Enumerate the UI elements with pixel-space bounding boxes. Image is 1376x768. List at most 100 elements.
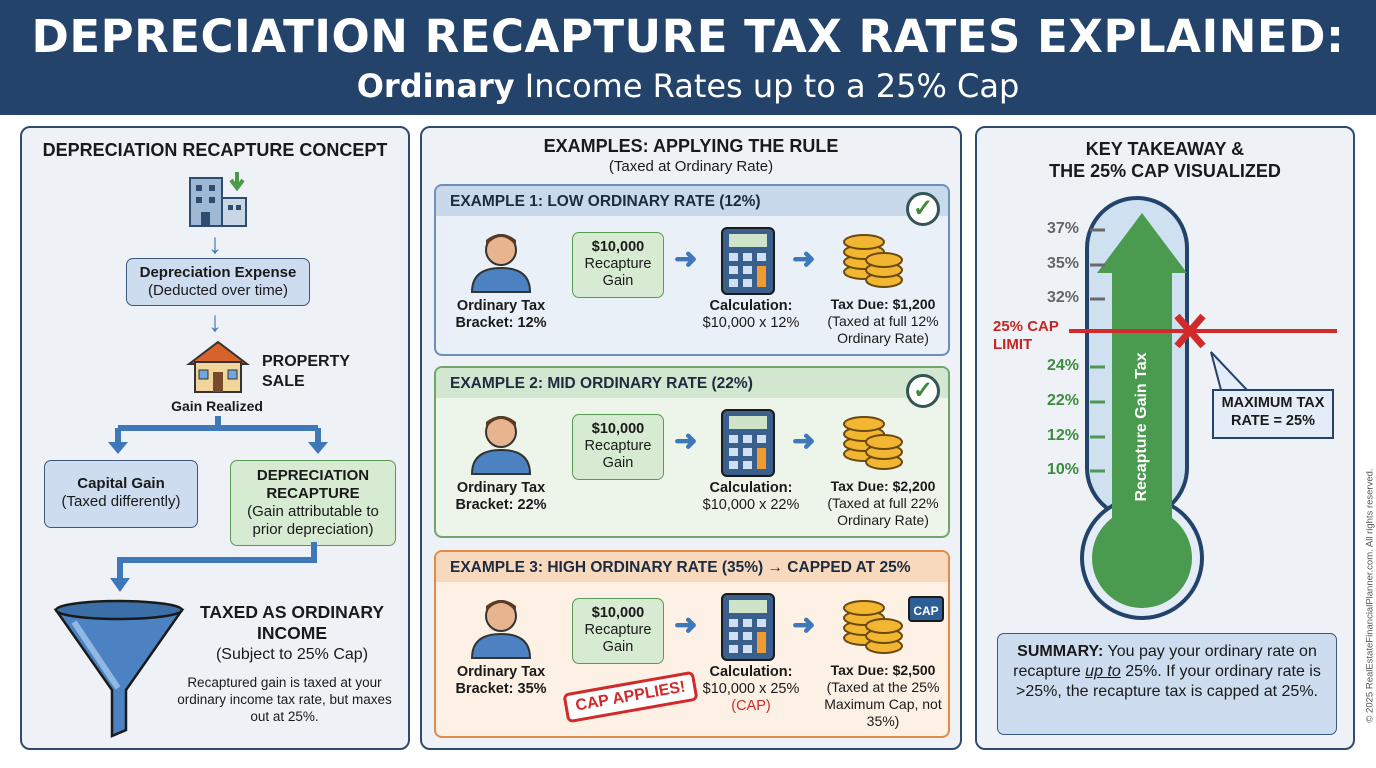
tick-label: 10% [1047,461,1080,478]
summary-box: SUMMARY: You pay your ordinary rate on r… [997,633,1337,735]
calculator-icon [721,227,775,295]
tick-label: 12% [1047,427,1080,444]
takeaway-panel: KEY TAKEAWAY & THE 25% CAP VISUALIZED 37… [975,126,1355,750]
calc-label: Calculation: [709,298,793,314]
expense-title: Depreciation Expense [139,264,297,281]
bracket-label: Ordinary Tax [456,664,546,680]
summary-bold: SUMMARY: [1017,643,1104,660]
main-title: DEPRECIATION RECAPTURE TAX RATES EXPLAIN… [31,10,1345,63]
expense-sub: (Deducted over time) [147,282,289,299]
summary-b: 25%. If your ordinary rate is >25%, the … [1016,663,1321,700]
arrow-down-icon: ↓ [208,306,222,337]
subtitle: Ordinary Income Rates up to a 25% Cap [0,67,1376,105]
amount-label: Recapture Gain [584,622,652,655]
amount: $10,000 [591,421,645,437]
tax-note: (Taxed at the 25% Maximum Cap, not 35%) [824,679,942,729]
tube-label: Recapture Gain Tax [1133,352,1150,502]
capital-title: Capital Gain [77,475,165,492]
recapture-box: DEPRECIATION RECAPTURE(Gain attributable… [230,460,396,546]
summary-underline: up to [1085,663,1121,680]
check-icon: ✓ [906,192,940,226]
arrow-right-icon: ➜ [792,425,816,456]
calculator-icon [721,409,775,477]
calculator-icon [721,593,775,661]
tax-due: Tax Due: $2,200 [830,478,936,494]
tick-label: 22% [1047,392,1080,409]
amount-label: Recapture Gain [584,438,652,471]
examples-panel: EXAMPLES: APPLYING THE RULE (Taxed at Or… [420,126,962,750]
cap-applies-stamp: CAP APPLIES! [562,670,699,724]
bracket-value: Bracket: 12% [455,315,547,331]
taxed-sub: (Subject to 25% Cap) [215,646,369,663]
depreciation-expense-box: Depreciation Expense(Deducted over time) [126,258,310,306]
calc-label: Calculation: [709,480,793,496]
funnel-icon [53,599,185,738]
calc-value: $10,000 x 25% [702,681,800,697]
example-card: EXAMPLE 1: LOW ORDINARY RATE (12%) Ordin… [434,184,950,356]
tax-due: Tax Due: $1,200 [830,296,936,312]
arrow-right-icon: ➜ [674,425,698,456]
summary-a: You pay your ordinary rate on recapture [1013,643,1317,680]
person-icon [470,600,532,659]
tick-label: 24% [1047,357,1080,374]
cap-lock-icon: CAP [908,596,944,622]
amount: $10,000 [591,239,645,255]
recap-title: DEPRECIATION RECAPTURE [256,467,370,502]
tick-label: 37% [1047,220,1080,237]
tick-label: 32% [1047,289,1080,306]
check-icon: ✓ [906,374,940,408]
example-header: EXAMPLE 3: HIGH ORDINARY RATE (35%) → CA… [436,552,948,582]
arrow-right-icon: ➜ [674,609,698,640]
amount: $10,000 [591,605,645,621]
thermometer-icon [1069,196,1337,620]
taxed-title: TAXED AS ORDINARY INCOME [199,602,385,643]
cap-limit-label: 25% CAP LIMIT [993,318,1059,353]
takeaway-title: KEY TAKEAWAY & THE 25% CAP VISUALIZED [1049,139,1281,181]
arrow-right-icon: ➜ [792,609,816,640]
tax-note: (Taxed at full 22% Ordinary Rate) [827,495,939,528]
calc-value: $10,000 x 22% [702,497,800,513]
bracket-value: Bracket: 22% [455,497,547,513]
property-sale-label: PROPERTY SALE [262,353,351,390]
coins-icon [843,600,903,654]
concept-panel: DEPRECIATION RECAPTURE CONCEPT ↓ Depreci… [20,126,410,750]
examples-title: EXAMPLES: APPLYING THE RULE [543,136,839,156]
person-icon [470,416,532,475]
tick-label: 35% [1047,255,1080,272]
calc-note: (CAP) [731,698,771,714]
bracket-value: Bracket: 35% [455,681,547,697]
recap-sub: (Gain attributable to prior depreciation… [247,503,379,538]
subtitle-bold: Ordinary [356,67,515,105]
examples-subtitle: (Taxed at Ordinary Rate) [608,158,774,175]
calc-value: $10,000 x 12% [702,315,800,331]
bracket-label: Ordinary Tax [456,298,546,314]
arrow-right-icon: ➜ [792,243,816,274]
arrow-right-icon: ➜ [674,243,698,274]
subtitle-rest: Income Rates up to a 25% Cap [514,67,1020,105]
max-rate-callout: MAXIMUM TAX RATE = 25% [1221,395,1325,429]
concept-title: DEPRECIATION RECAPTURE CONCEPT [42,140,388,160]
flow-arrow-icon [110,542,317,592]
example-card: EXAMPLE 3: HIGH ORDINARY RATE (35%) → CA… [434,550,950,738]
split-arrows-icon [108,416,328,454]
capital-gain-box: Capital Gain(Taxed differently) [44,460,198,528]
header: DEPRECIATION RECAPTURE TAX RATES EXPLAIN… [0,0,1376,115]
example-card: EXAMPLE 2: MID ORDINARY RATE (22%) Ordin… [434,366,950,538]
house-icon [186,340,250,393]
tax-due: Tax Due: $2,500 [830,662,936,678]
building-icon [189,172,247,227]
example-header: EXAMPLE 1: LOW ORDINARY RATE (12%) [436,186,948,216]
coins-icon [843,234,903,288]
tax-note: (Taxed at full 12% Ordinary Rate) [827,313,939,346]
arrow-down-icon: ↓ [208,228,222,259]
taxed-desc: Recaptured gain is taxed at your ordinar… [177,675,392,724]
person-icon [470,234,532,293]
gain-realized-label: Gain Realized [171,398,263,414]
capital-sub: (Taxed differently) [61,493,181,510]
example-header: EXAMPLE 2: MID ORDINARY RATE (22%) [436,368,948,398]
bracket-label: Ordinary Tax [456,480,546,496]
copyright: © 2025 RealEstateFinancialPlanner.com. A… [1364,468,1376,723]
